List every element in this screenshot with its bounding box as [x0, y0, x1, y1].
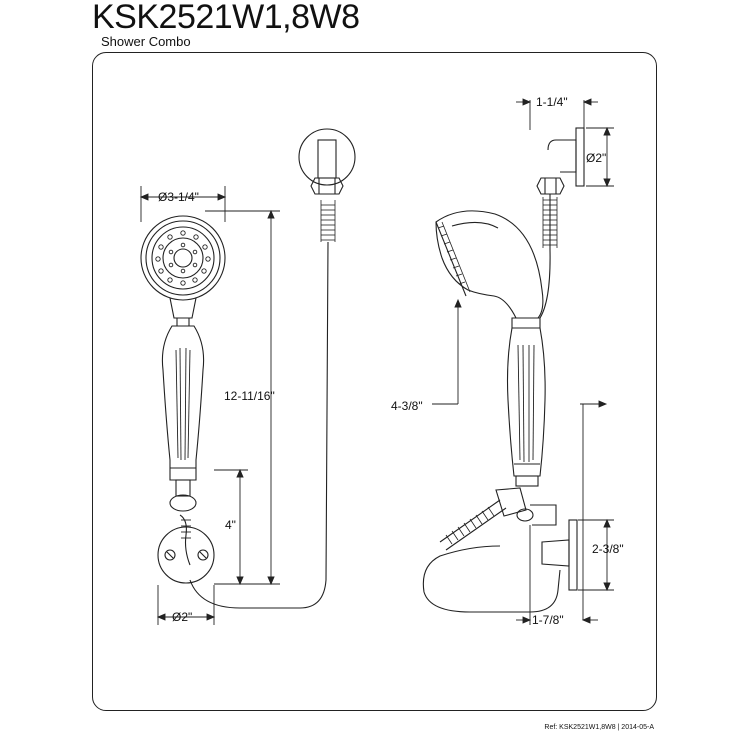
side-handshower: [435, 210, 578, 591]
dim-head-diameter: Ø3-1/4": [158, 190, 199, 204]
front-wall-elbow: [298, 128, 356, 195]
side-hose-upper: [539, 194, 551, 319]
front-hose-ribs: [320, 200, 336, 242]
side-hose-loop: [422, 545, 561, 613]
front-handshower: [140, 215, 226, 584]
side-spray-face: [437, 225, 466, 285]
product-title: KSK2521W1,8W8: [92, 0, 360, 36]
reference-note: Ref: KSK2521W1,8W8 | 2014-05-A: [544, 724, 654, 731]
dim-holder-height: 4": [225, 518, 236, 532]
product-subtitle: Shower Combo: [101, 34, 191, 49]
dim-bracket-projection: 1-7/8": [532, 613, 564, 627]
dim-overall-length: 12-11/16": [224, 389, 275, 403]
drawing-frame: [92, 52, 657, 711]
dim-head-depth: 4-3/8": [391, 399, 423, 413]
side-wall-elbow: [536, 127, 585, 195]
spray-nozzles: [155, 230, 211, 286]
dim-flange-diameter-front: Ø2": [172, 610, 192, 624]
front-hose: [189, 241, 329, 609]
dim-elbow-offset: 1-1/4": [536, 95, 568, 109]
handle-grooves: [175, 347, 191, 461]
front-dimension-lines: [139, 186, 280, 625]
side-dimension-lines: [432, 98, 614, 625]
dim-bracket-height: 2-3/8": [592, 542, 624, 556]
dim-elbow-flange-diameter: Ø2": [586, 151, 606, 165]
